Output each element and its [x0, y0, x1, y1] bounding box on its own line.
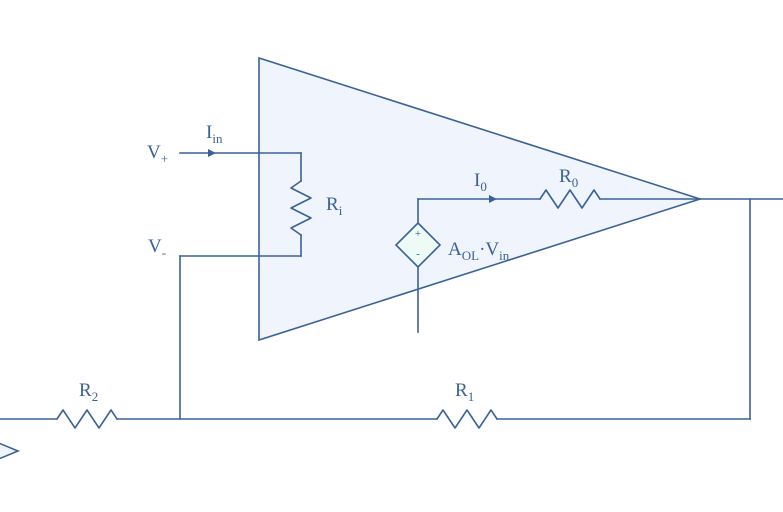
label-r-1-base: R: [455, 380, 468, 401]
label-dependent-source: AOL·Vin: [448, 239, 510, 263]
label-i-0-sub: 0: [480, 179, 487, 194]
label-v-plus: V+: [147, 142, 168, 166]
label-i-0: I0: [474, 170, 487, 194]
i0-arrow-icon: [489, 195, 497, 203]
r1-zigzag-icon: [436, 409, 498, 429]
r0-zigzag-icon: [539, 189, 601, 209]
i-in-arrow-icon: [208, 149, 216, 157]
label-r-2-sub: 2: [92, 389, 99, 404]
label-aol-base: A: [448, 239, 462, 260]
ground-opamp-partial-triangle: [0, 442, 21, 460]
r2-zigzag-icon: [56, 409, 118, 429]
label-vin-sub: in: [499, 248, 510, 263]
label-i-in: Iin: [206, 122, 223, 146]
label-v-minus-base: V: [148, 236, 162, 257]
label-r-0-base: R: [559, 166, 572, 187]
label-v-minus-sub: -: [162, 245, 166, 260]
label-vin-base: V: [485, 239, 499, 260]
label-aol-dot: ·: [479, 239, 485, 260]
label-r-1: R1: [455, 380, 474, 404]
ri-zigzag-icon: [290, 180, 312, 236]
label-r-i-sub: i: [339, 203, 343, 218]
label-r-i: Ri: [326, 194, 343, 218]
label-i-0-base: I: [474, 170, 480, 191]
label-i-in-base: I: [206, 122, 212, 143]
label-v-plus-sub: +: [161, 151, 168, 166]
source-plus-sign: +: [415, 228, 421, 240]
label-r-0: R0: [559, 166, 578, 190]
source-minus-sign: -: [416, 248, 420, 260]
label-r-i-base: R: [326, 194, 339, 215]
label-r-0-sub: 0: [572, 175, 579, 190]
label-v-plus-base: V: [147, 142, 161, 163]
label-i-in-sub: in: [212, 131, 223, 146]
label-v-minus: V-: [148, 236, 166, 260]
label-aol-sub: OL: [462, 248, 479, 263]
label-r-2: R2: [79, 380, 98, 404]
label-r-2-base: R: [79, 380, 92, 401]
label-r-1-sub: 1: [468, 389, 475, 404]
